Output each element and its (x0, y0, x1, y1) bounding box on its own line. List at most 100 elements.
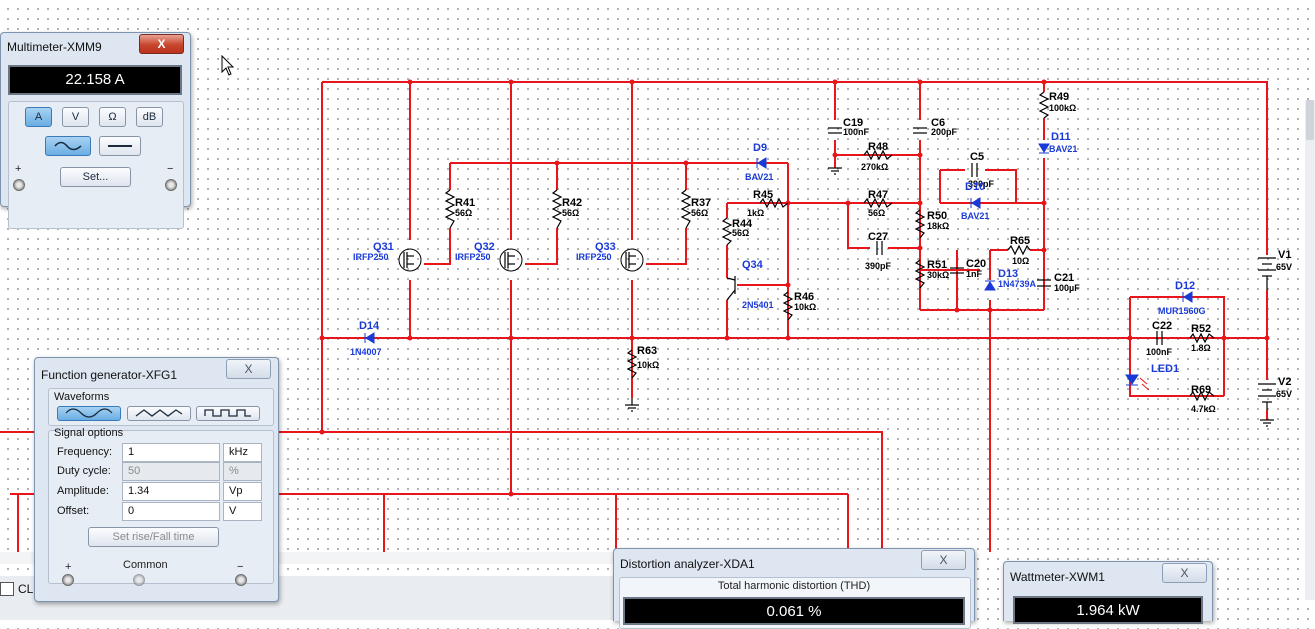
square-wave-button[interactable] (196, 406, 260, 421)
frequency-input[interactable]: 1 (122, 443, 220, 462)
volts-mode-button[interactable]: V (62, 107, 89, 127)
svg-text:65V: 65V (1276, 262, 1292, 272)
svg-text:100kΩ: 100kΩ (1049, 103, 1076, 113)
svg-text:65V: 65V (1276, 389, 1292, 399)
offset-unit-select[interactable]: V (223, 502, 262, 521)
plus-terminal-label: + (15, 163, 22, 175)
tab-label: CL (18, 582, 34, 596)
svg-text:R47: R47 (868, 189, 888, 201)
svg-text:R46: R46 (794, 291, 814, 303)
svg-text:1kΩ: 1kΩ (747, 208, 764, 218)
frequency-unit-select[interactable]: kHz (223, 443, 262, 462)
svg-text:390pF: 390pF (865, 261, 892, 271)
window-title[interactable]: Function generator-XFG1 (41, 368, 178, 382)
ac-mode-button[interactable] (45, 136, 91, 156)
thd-display: 0.061 % (623, 597, 965, 625)
signal-options-label: Signal options (54, 427, 124, 439)
common-terminal-label: Common (123, 559, 168, 571)
svg-text:BAV21: BAV21 (1049, 144, 1077, 154)
minus-terminal[interactable] (165, 179, 177, 191)
svg-text:R65: R65 (1010, 235, 1030, 247)
svg-text:R45: R45 (753, 189, 773, 201)
svg-text:1N4007: 1N4007 (350, 347, 382, 357)
offset-input[interactable]: 0 (122, 502, 220, 521)
plus-terminal-label: + (65, 561, 72, 573)
window-title[interactable]: Wattmeter-XWM1 (1010, 570, 1105, 584)
svg-text:R48: R48 (868, 141, 888, 153)
svg-text:2N5401: 2N5401 (742, 300, 774, 310)
set-button[interactable]: Set... (60, 167, 131, 187)
svg-text:LED1: LED1 (1151, 363, 1179, 375)
amplitude-input[interactable]: 1.34 (122, 482, 220, 501)
sine-wave-button[interactable] (57, 406, 121, 421)
sine-wave-icon (65, 408, 113, 418)
svg-text:1nF: 1nF (966, 269, 983, 279)
common-terminal[interactable] (133, 574, 145, 586)
svg-text:100nF: 100nF (1146, 347, 1173, 357)
close-button[interactable]: X (921, 550, 966, 570)
svg-text:100nF: 100nF (843, 127, 870, 137)
waveforms-label: Waveforms (54, 391, 110, 403)
svg-text:18kΩ: 18kΩ (927, 221, 949, 231)
svg-text:V1: V1 (1278, 249, 1291, 261)
svg-text:D10: D10 (965, 181, 985, 193)
vertical-scrollbar[interactable] (1305, 100, 1315, 600)
svg-text:MUR1560G: MUR1560G (1158, 306, 1206, 316)
amplitude-label: Amplitude: (57, 485, 109, 497)
wattmeter-window[interactable]: Wattmeter-XWM1 X 1.964 kW (1003, 561, 1213, 624)
dc-mode-button[interactable] (99, 136, 141, 156)
amplitude-unit-select[interactable]: Vp (223, 482, 262, 501)
svg-text:D13: D13 (998, 268, 1018, 280)
plus-terminal[interactable] (13, 179, 25, 191)
power-display: 1.964 kW (1013, 596, 1203, 624)
svg-text:V2: V2 (1278, 376, 1291, 388)
dc-line-icon (108, 145, 132, 147)
duty-cycle-unit: % (223, 462, 262, 481)
ohms-mode-button[interactable]: Ω (99, 107, 126, 127)
close-button[interactable]: X (1162, 563, 1207, 583)
svg-text:D11: D11 (1051, 131, 1071, 143)
window-title[interactable]: Multimeter-XMM9 (7, 40, 102, 54)
close-button[interactable]: X (226, 359, 271, 379)
svg-text:10kΩ: 10kΩ (637, 360, 659, 370)
svg-text:D14: D14 (359, 320, 380, 332)
svg-text:R44: R44 (732, 218, 753, 230)
bottom-tab-item[interactable]: CL (0, 580, 33, 598)
plus-terminal[interactable] (62, 574, 74, 586)
minus-terminal[interactable] (235, 574, 247, 586)
triangle-wave-button[interactable] (127, 406, 191, 421)
svg-text:D12: D12 (1175, 280, 1195, 292)
set-rise-fall-button[interactable]: Set rise/Fall time (88, 527, 219, 547)
svg-text:10Ω: 10Ω (1012, 256, 1029, 266)
thd-label: Total harmonic distortion (THD) (717, 580, 871, 592)
close-button[interactable]: X (139, 34, 184, 54)
amps-mode-button[interactable]: A (25, 107, 52, 127)
multimeter-window[interactable]: Multimeter-XMM9 X 22.158 A A V Ω dB + − … (0, 32, 191, 229)
db-mode-button[interactable]: dB (136, 107, 163, 127)
bjt-q34-icon (726, 276, 736, 301)
svg-text:390pF: 390pF (968, 179, 995, 189)
svg-text:C21: C21 (1054, 272, 1074, 284)
svg-text:R37: R37 (691, 197, 711, 209)
window-title[interactable]: Distortion analyzer-XDA1 (620, 557, 755, 571)
svg-text:56Ω: 56Ω (868, 208, 885, 218)
svg-text:C19: C19 (843, 117, 863, 129)
svg-text:R51: R51 (927, 259, 947, 271)
square-wave-icon (204, 409, 251, 417)
svg-text:Q33: Q33 (595, 241, 616, 253)
duty-cycle-input: 50 (122, 462, 220, 481)
triangle-wave-icon (135, 409, 183, 417)
svg-text:C27: C27 (868, 231, 888, 243)
svg-text:30kΩ: 30kΩ (927, 270, 949, 280)
mosfet-q32-icon (499, 248, 523, 272)
svg-text:56Ω: 56Ω (732, 228, 749, 238)
svg-text:IRFP250: IRFP250 (576, 252, 612, 262)
offset-label: Offset: (57, 505, 90, 517)
svg-text:R52: R52 (1191, 323, 1211, 335)
mouse-cursor-icon (221, 54, 235, 76)
function-generator-window[interactable]: Function generator-XFG1 X Waveforms Sign… (34, 357, 279, 602)
current-display: 22.158 A (8, 65, 182, 95)
svg-text:C20: C20 (966, 258, 986, 270)
frequency-label: Frequency: (57, 446, 113, 458)
distortion-analyzer-window[interactable]: Distortion analyzer-XDA1 X Total harmoni… (613, 548, 975, 629)
